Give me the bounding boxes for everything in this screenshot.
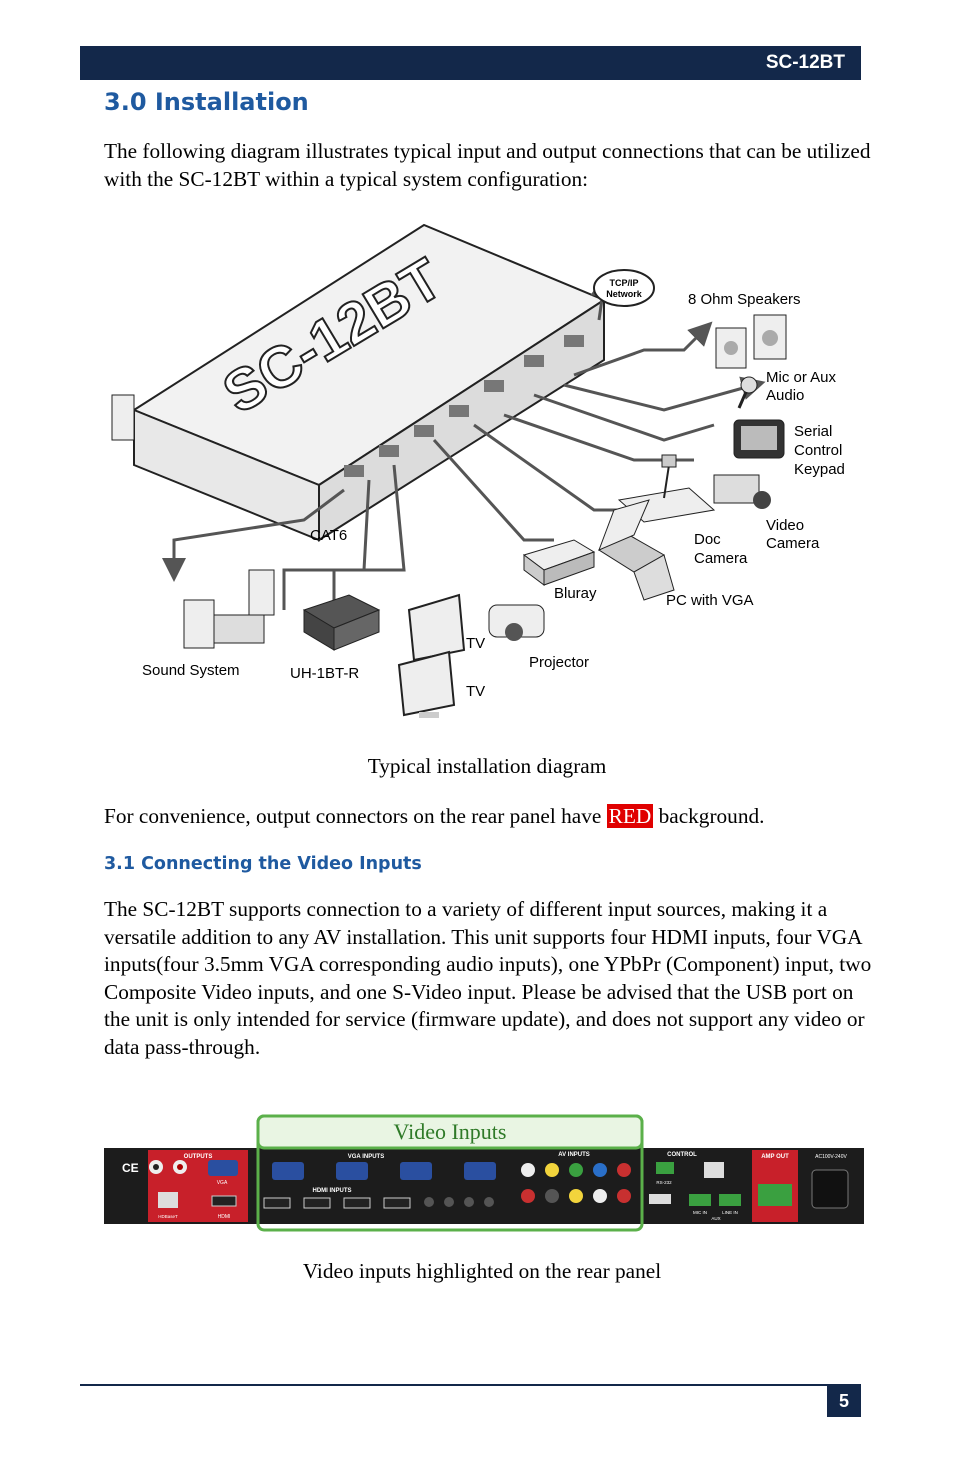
doccam-label-1: Doc: [694, 531, 721, 548]
bluray-label: Bluray: [554, 585, 597, 602]
panel-caption: Video inputs highlighted on the rear pan…: [302, 1259, 662, 1283]
videocam-label-2: Camera: [766, 535, 820, 552]
tv-icon-1: [407, 593, 466, 664]
cat6-label: CAT6: [310, 527, 347, 544]
page-number: 5: [827, 1386, 861, 1417]
hdbaset-label: HDBaseT: [158, 1214, 178, 1219]
serial-label-1: Serial: [794, 423, 832, 440]
installation-diagram: SC-12BT TCP/IP Network 8 Ohm Speakers: [111, 223, 845, 718]
subsection-title: 3.1 Connecting the Video Inputs: [104, 854, 422, 874]
av-inputs-label: AV INPUTS: [558, 1152, 590, 1158]
page-header-bar: SC-12BT: [80, 46, 861, 80]
laptop-icon: [597, 499, 675, 601]
note-before: For convenience, output connectors on th…: [104, 804, 607, 828]
speakers-label: 8 Ohm Speakers: [688, 291, 801, 308]
vga-inputs-label: VGA INPUTS: [348, 1154, 384, 1160]
tv-label-1: TV: [466, 635, 485, 652]
vga-out-label: VGA: [217, 1180, 228, 1186]
red-note: For convenience, output connectors on th…: [104, 803, 764, 831]
video-inputs-label: Video Inputs: [394, 1119, 507, 1144]
video-camera-icon: [713, 474, 771, 509]
outputs-label: OUTPUTS: [184, 1154, 213, 1160]
serial-keypad-icon: [733, 419, 785, 459]
rs232-label: RS-232: [656, 1180, 672, 1185]
doccam-label-2: Camera: [694, 550, 748, 567]
power-label: AC100V-240V: [815, 1154, 847, 1160]
serial-label-3: Keypad: [794, 461, 845, 478]
svg-text:CE: CE: [122, 1161, 139, 1175]
tv-icon-2: [397, 650, 456, 718]
note-red-highlight: RED: [606, 804, 654, 828]
control-label: CONTROL: [667, 1152, 697, 1158]
mic-label-1: Mic or Aux: [766, 369, 837, 386]
section-title: 3.0 Installation: [104, 88, 309, 116]
rear-panel-image: OUTPUTS VGA HDBaseT HDMI CE Video Inputs…: [104, 1114, 864, 1232]
pc-label: PC with VGA: [666, 592, 754, 609]
aux-label: AUX: [711, 1216, 720, 1221]
bluray-player-icon: [522, 539, 596, 586]
sound-label: Sound System: [142, 662, 240, 679]
network-label: Network: [606, 289, 643, 299]
footer-line: [80, 1384, 861, 1386]
projector-icon: [488, 604, 545, 641]
receiver-icon: [302, 594, 381, 651]
tv-label-2: TV: [466, 683, 485, 700]
receiver-label: UH-1BT-R: [290, 665, 359, 682]
microphone-icon: [737, 376, 758, 409]
sound-system-icon: [183, 569, 275, 649]
amp-out-label: AMP OUT: [761, 1154, 789, 1160]
serial-label-2: Control: [794, 442, 842, 459]
hdmi-out-label: HDMI: [218, 1214, 231, 1220]
network-cloud: TCP/IP Network: [593, 269, 655, 307]
sc12bt-device: SC-12BT: [111, 223, 607, 542]
projector-label: Projector: [529, 654, 589, 671]
mic-in-label: MIC IN: [693, 1210, 707, 1215]
videocam-label-1: Video: [766, 517, 804, 534]
line-in-label: LINE IN: [722, 1210, 738, 1215]
hdmi-inputs-label: HDMI INPUTS: [313, 1188, 352, 1194]
subsection-body: The SC-12BT supports connection to a var…: [104, 897, 872, 1059]
tcp-label: TCP/IP: [609, 278, 638, 288]
intro-paragraph: The following diagram illustrates typica…: [104, 139, 871, 191]
diagram-caption: Typical installation diagram: [367, 754, 607, 778]
note-after: background.: [653, 804, 765, 828]
mic-label-2: Audio: [766, 387, 804, 404]
speakers-icon: [715, 314, 787, 369]
header-model: SC-12BT: [765, 52, 845, 73]
